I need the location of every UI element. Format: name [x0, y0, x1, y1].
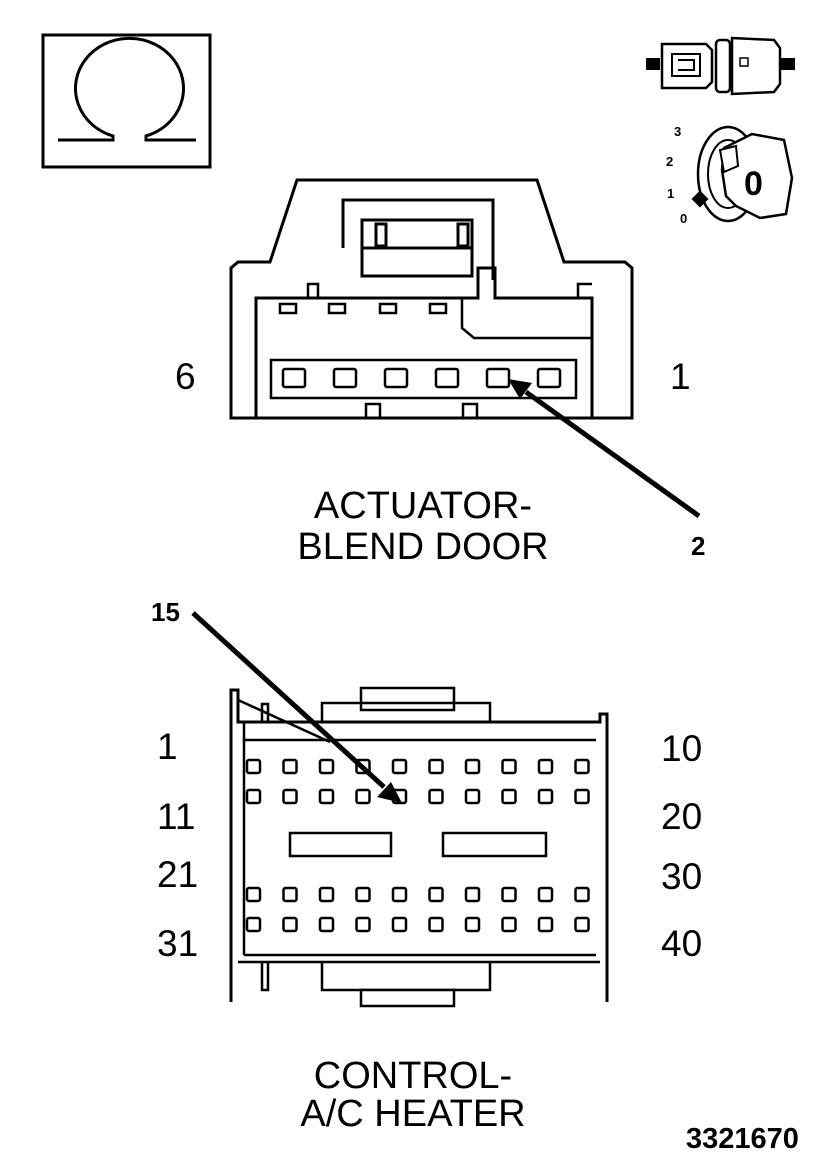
control-pin-12	[282, 788, 298, 805]
control-pin-27	[464, 886, 481, 903]
control-callout-label: 15	[151, 597, 180, 627]
control-pin-39	[537, 916, 554, 933]
control-pin-33	[318, 916, 335, 933]
control-row-label-10: 10	[661, 728, 702, 769]
control-pin-14	[355, 788, 371, 805]
control-pin-16	[428, 788, 444, 805]
control-pin-32	[282, 916, 298, 933]
actuator-connector	[229, 178, 634, 420]
control-pin-3	[318, 758, 335, 775]
control-pin-22	[282, 886, 298, 903]
control-pin-30	[574, 886, 590, 903]
actuator-pin-6-label: 6	[175, 356, 196, 397]
control-row-label-30: 30	[661, 856, 702, 897]
control-title-line2: A/C HEATER	[300, 1093, 525, 1135]
control-pin-23	[318, 886, 335, 903]
control-row-label-11: 11	[157, 796, 195, 837]
actuator-pin-2-callout-arrow	[508, 379, 701, 519]
actuator-title-line1: ACTUATOR-	[314, 485, 532, 527]
ignition-position-1: 1	[667, 186, 674, 201]
control-pin-20	[574, 788, 590, 805]
control-pin-37	[464, 916, 481, 933]
control-pin-11	[245, 788, 262, 805]
control-pin-29	[537, 886, 554, 903]
control-pin-25	[391, 886, 408, 903]
control-pin-36	[428, 916, 444, 933]
control-pin-9	[537, 758, 554, 775]
ohm-symbol-icon	[41, 33, 212, 169]
disconnected-connector-icon	[646, 36, 795, 96]
control-pin-6	[428, 758, 444, 775]
control-pin-40	[574, 916, 590, 933]
control-pin-19	[537, 788, 554, 805]
control-pin-26	[428, 886, 444, 903]
control-pin-18	[501, 788, 517, 805]
control-connector	[229, 686, 609, 1008]
ignition-position-0: 0	[680, 211, 687, 226]
control-pin-13	[318, 788, 335, 805]
control-pin-8	[501, 758, 517, 775]
ignition-position-3: 3	[674, 124, 681, 139]
control-row-label-40: 40	[661, 923, 702, 964]
actuator-pin-1-label: 1	[670, 356, 691, 397]
control-row-label-1: 1	[157, 726, 178, 767]
ignition-key-icon: 3 2 1 0 0	[666, 124, 794, 226]
control-pin-15-callout-arrow	[191, 611, 402, 803]
control-pin-24	[355, 886, 371, 903]
actuator-pin-3	[434, 367, 460, 389]
actuator-pin-6	[281, 367, 307, 389]
control-pin-38	[501, 916, 517, 933]
control-row-label-31: 31	[157, 923, 198, 964]
control-pin-34	[355, 916, 371, 933]
figure-number: 3321670	[686, 1123, 799, 1155]
control-pin-31	[245, 916, 262, 933]
control-pin-2	[282, 758, 298, 775]
actuator-pin-2	[485, 367, 511, 389]
control-pin-7	[464, 758, 481, 775]
control-row-label-20: 20	[661, 796, 702, 837]
control-pin-35	[391, 916, 408, 933]
control-row-label-21: 21	[157, 854, 198, 895]
actuator-callout-label: 2	[691, 531, 705, 561]
ignition-position-2: 2	[666, 154, 673, 169]
control-title-line1: CONTROL-	[314, 1055, 512, 1097]
control-pin-28	[501, 886, 517, 903]
control-pin-21	[245, 886, 262, 903]
control-pin-5	[391, 758, 408, 775]
control-pin-1	[245, 758, 262, 775]
actuator-title-line2: BLEND DOOR	[297, 526, 548, 568]
ignition-key-label: 0	[744, 165, 763, 203]
control-pin-17	[464, 788, 481, 805]
actuator-pin-5	[332, 367, 358, 389]
control-pin-10	[574, 758, 590, 775]
actuator-pin-4	[383, 367, 409, 389]
actuator-pin-1	[536, 367, 562, 389]
